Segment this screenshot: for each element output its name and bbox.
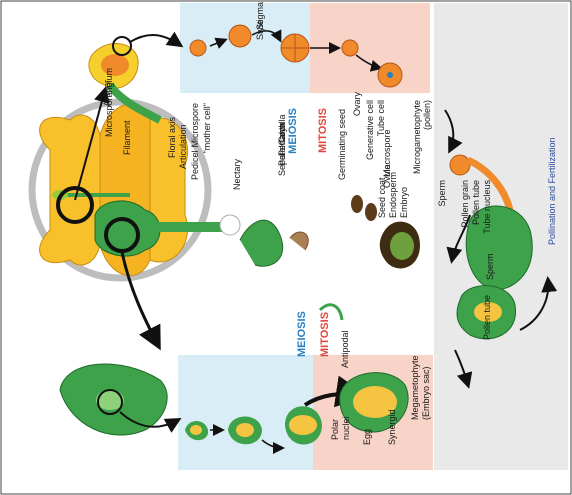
- label-nectary: Nectary: [232, 158, 242, 190]
- label-sepal-calyx: Sepal : Calyx: [277, 122, 287, 176]
- label-megametophyte: Megametophyte: [410, 355, 420, 420]
- label-embryo-sac: (Embryo sac): [421, 366, 431, 420]
- label-egg: Egg: [362, 429, 372, 445]
- label-mitosis-top: MITOSIS: [317, 108, 329, 153]
- label-anther: Anther: [102, 80, 112, 107]
- label-endosperm: Endosperm: [388, 172, 398, 218]
- label-pollen-tube-top: Pollen tube: [471, 180, 481, 225]
- label-tube-cell: Tube cell: [376, 100, 386, 136]
- label-sperm-top: Sperm: [437, 180, 447, 207]
- label-microspore: Microspore: [190, 103, 200, 148]
- label-sperm-bottom: Sperm: [485, 253, 495, 280]
- label-polar-nuclei-2: nuclei: [341, 416, 351, 440]
- label-meiosis-top: MEIOSIS: [287, 108, 299, 154]
- label-mitosis-bottom: MITOSIS: [319, 312, 331, 357]
- label-pollen-tube-bottom: Pollen tube: [482, 295, 492, 340]
- label-seed-coat: Seed coat: [377, 177, 387, 218]
- label-polar-nuclei-1: Polar: [330, 419, 340, 440]
- label-microgametophyte: Microgametophyte: [412, 100, 422, 174]
- label-germinating-seed: Germinating seed: [337, 109, 347, 180]
- label-filament: Filament: [122, 120, 132, 155]
- label-embryo: Embryo: [399, 187, 409, 218]
- label-synergid: Synergid: [387, 409, 397, 445]
- label-floral-axis: Floral axis: [167, 116, 177, 158]
- label-style: Style: [255, 20, 265, 40]
- label-tube-nucleus: Tube nucleus: [482, 180, 492, 234]
- label-antipodal: Antipodal: [340, 330, 350, 368]
- label-pollen-paren: (pollen): [422, 100, 432, 130]
- label-articulation: Articulation: [178, 124, 188, 169]
- label-generative-cell: Generative cell: [365, 100, 375, 160]
- label-meiosis-bottom: MEIOSIS: [296, 311, 308, 357]
- label-pollen-grain: Pollen grain: [460, 180, 470, 228]
- label-mother-cell: "mother cell": [202, 103, 212, 153]
- label-pollination-caption: Pollination and Fertilization: [547, 137, 557, 245]
- label-ovary: Ovary: [352, 91, 362, 116]
- label-pedicel: Pedicel: [190, 150, 200, 180]
